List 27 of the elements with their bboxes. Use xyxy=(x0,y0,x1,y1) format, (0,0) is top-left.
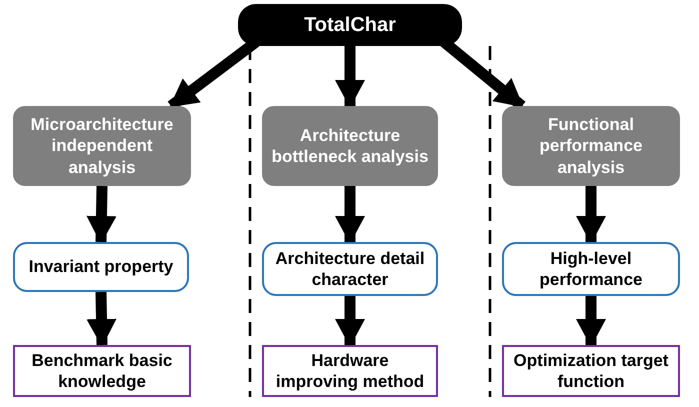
box-label: Architecture bottleneck analysis xyxy=(270,124,430,168)
arrow xyxy=(576,296,606,347)
process-box xyxy=(13,345,191,397)
box-label: Hardware improving method xyxy=(274,350,426,392)
arrow xyxy=(86,186,116,244)
box-label: Benchmark basic knowledge xyxy=(30,350,174,392)
process-box xyxy=(502,242,680,296)
arrow xyxy=(335,186,365,244)
box-label: Microarchitecture independent analysis xyxy=(30,114,174,178)
arrow xyxy=(576,186,606,244)
process-box xyxy=(13,106,191,186)
process-box xyxy=(262,106,438,186)
process-box xyxy=(238,4,462,46)
process-box xyxy=(502,345,680,397)
box-label: High-level performance xyxy=(538,248,644,290)
arrow xyxy=(335,46,365,108)
box-label: TotalChar xyxy=(304,12,396,38)
process-box xyxy=(262,345,438,397)
process-box xyxy=(262,242,438,296)
box-label: Optimization target function xyxy=(512,350,670,392)
arrow xyxy=(86,292,116,347)
arrow xyxy=(335,296,365,347)
box-label: Invariant property xyxy=(28,256,174,278)
box-label: Architecture detail character xyxy=(274,248,426,290)
process-box xyxy=(502,106,680,186)
box-label: Functional performance analysis xyxy=(538,114,644,178)
process-box xyxy=(13,242,189,292)
